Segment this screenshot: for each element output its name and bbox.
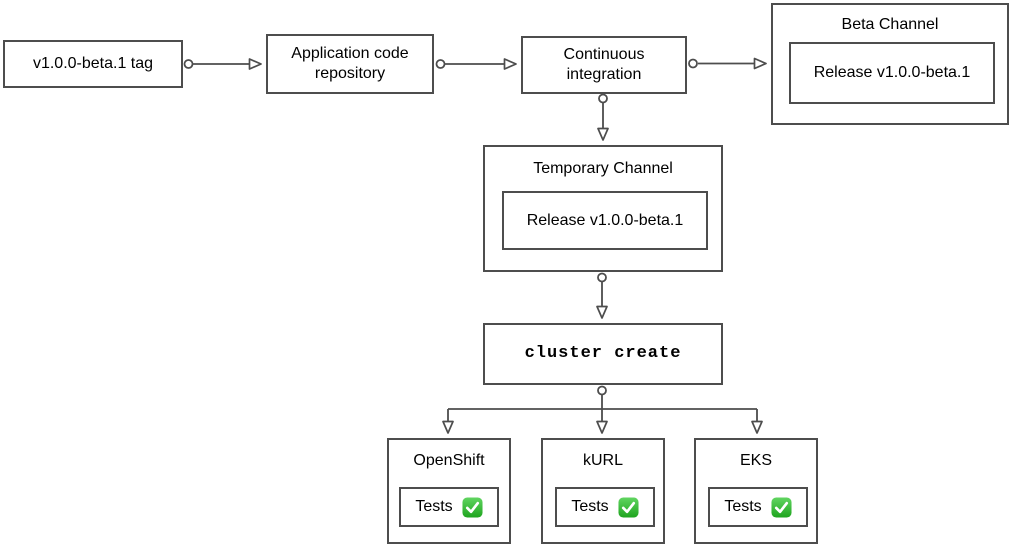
kurl-tests-box: Tests [555, 487, 655, 527]
node-openshift: OpenShift Tests [387, 438, 511, 544]
beta-channel-title: Beta Channel [841, 16, 939, 33]
check-mark-icon [618, 496, 639, 518]
node-application-code-repository: Application code repository [266, 34, 434, 94]
node-continuous-integration: Continuous integration [521, 36, 687, 94]
version-tag-label: v1.0.0-beta.1 tag [32, 55, 154, 72]
openshift-tests-label: Tests [415, 498, 453, 515]
check-mark-icon [462, 496, 483, 518]
edge-source-dot [598, 93, 608, 104]
openshift-title: OpenShift [413, 452, 485, 469]
temporary-channel-title: Temporary Channel [533, 160, 673, 177]
node-beta-release: Release v1.0.0-beta.1 [789, 42, 995, 104]
repository-label: Application code repository [291, 45, 409, 82]
temporary-release-label: Release v1.0.0-beta.1 [526, 211, 684, 229]
kurl-title: kURL [582, 452, 623, 469]
node-eks: EKS Tests [694, 438, 818, 544]
edge-source-dot [688, 58, 698, 69]
edge-source-dot [597, 272, 607, 283]
node-version-tag: v1.0.0-beta.1 tag [3, 40, 183, 88]
edge-source-dot [597, 385, 607, 396]
eks-tests-label: Tests [724, 498, 762, 515]
beta-release-label: Release v1.0.0-beta.1 [813, 64, 971, 81]
openshift-tests-box: Tests [399, 487, 499, 527]
eks-tests-box: Tests [708, 487, 808, 527]
node-beta-channel: Beta Channel Release v1.0.0-beta.1 [771, 3, 1009, 125]
node-cluster-create: cluster create [483, 323, 723, 385]
node-kurl: kURL Tests [541, 438, 665, 544]
node-temporary-release: Release v1.0.0-beta.1 [502, 191, 708, 250]
edge-source-dot [435, 59, 446, 69]
check-mark-icon [771, 496, 792, 518]
continuous-integration-label: Continuous integration [563, 46, 645, 83]
eks-title: EKS [739, 452, 772, 469]
node-temporary-channel: Temporary Channel Release v1.0.0-beta.1 [483, 145, 723, 272]
edge-source-dot [183, 59, 194, 69]
kurl-tests-label: Tests [571, 498, 609, 515]
cluster-create-label: cluster create [524, 344, 682, 364]
